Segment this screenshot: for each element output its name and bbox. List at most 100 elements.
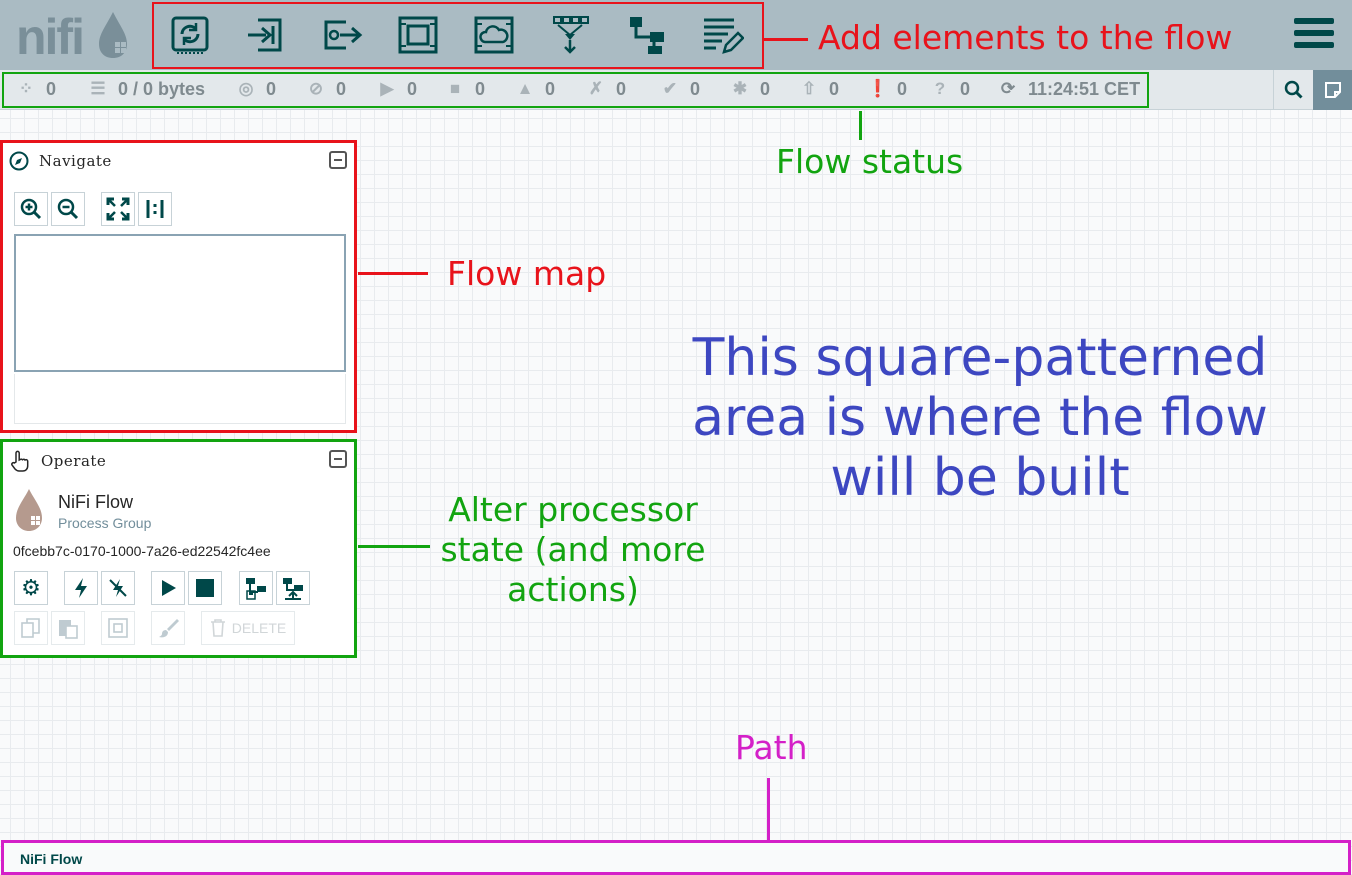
selected-component-type: Process Group xyxy=(58,515,152,531)
stale-status: ⇧0 xyxy=(799,78,839,100)
nifi-logo: nifi xyxy=(16,4,136,66)
disabled-status: ✗0 xyxy=(586,78,626,100)
nifi-drop-icon xyxy=(99,12,127,58)
question-icon: ? xyxy=(934,79,946,98)
not-transmitting-status: ⊘0 xyxy=(306,78,346,100)
add-output-port-button[interactable] xyxy=(318,13,366,57)
status-annotation: Flow status xyxy=(776,142,964,181)
stop-icon xyxy=(196,579,214,597)
check-icon: ✔ xyxy=(662,79,678,98)
play-icon: ▶ xyxy=(380,79,394,98)
trash-icon xyxy=(210,619,225,637)
toolbar-annotation: Add elements to the flow xyxy=(818,18,1233,57)
hamburger-icon xyxy=(1294,18,1334,24)
queued-status: ☰0 / 0 bytes xyxy=(88,78,205,100)
breadcrumb: NiFi Flow xyxy=(1,840,1351,875)
operate-collapse-button[interactable] xyxy=(329,450,347,468)
bulletin-board-button[interactable] xyxy=(1313,70,1352,110)
add-label-button[interactable] xyxy=(698,13,746,57)
paste-icon xyxy=(59,620,78,639)
search-icon xyxy=(1284,80,1303,99)
list-icon: ☰ xyxy=(90,79,106,98)
threads-icon: ⁘ xyxy=(18,79,34,98)
stop-button[interactable] xyxy=(188,571,222,605)
selected-component-name: NiFi Flow xyxy=(58,492,133,512)
zoom-in-button[interactable] xyxy=(14,192,48,226)
stop-icon: ■ xyxy=(449,79,461,98)
path-annotation: Path xyxy=(735,728,808,767)
flow-status-outline xyxy=(2,72,1149,108)
fit-icon xyxy=(106,197,130,221)
navigate-panel: Navigate xyxy=(0,140,357,433)
paste-button[interactable] xyxy=(51,611,85,645)
zoom-out-button[interactable] xyxy=(51,192,85,226)
copy-button[interactable] xyxy=(14,611,48,645)
disable-button[interactable] xyxy=(101,571,135,605)
change-color-button[interactable] xyxy=(151,611,185,645)
flow-map-callout-line xyxy=(358,272,428,275)
copy-icon xyxy=(21,618,40,638)
arrow-up-circle-icon: ⇧ xyxy=(801,79,817,98)
upload-template-icon xyxy=(283,578,303,600)
stopped-status: ■0 xyxy=(445,78,485,100)
output-port-icon xyxy=(324,20,363,50)
operate-callout-line xyxy=(358,545,430,548)
navigate-collapse-button[interactable] xyxy=(329,151,347,169)
add-input-port-button[interactable] xyxy=(242,13,290,57)
save-template-icon xyxy=(246,578,266,600)
play-icon xyxy=(162,580,176,596)
delete-button[interactable]: DELETE xyxy=(201,611,295,645)
search-button[interactable] xyxy=(1273,70,1313,110)
active-threads-status: ⁘0 xyxy=(16,78,56,100)
funnel-icon xyxy=(553,16,589,54)
breadcrumb-item-root[interactable]: NiFi Flow xyxy=(20,851,83,867)
sticky-note-icon xyxy=(1324,82,1341,98)
create-template-button[interactable] xyxy=(239,571,273,605)
selected-component-id: 0fcebb7c-0170-1000-7a26-ed22542fc4ee xyxy=(13,543,271,559)
compass-icon xyxy=(9,151,29,171)
add-template-button[interactable] xyxy=(622,13,670,57)
warning-icon: ▲ xyxy=(516,79,534,98)
locally-modified-status: ✱0 xyxy=(730,78,770,100)
configure-button[interactable]: ⚙ xyxy=(14,571,48,605)
gear-icon: ⚙ xyxy=(21,575,41,600)
operate-header: Operate xyxy=(9,450,106,472)
fit-to-screen-button[interactable] xyxy=(101,192,135,226)
transmitting-icon: ◎ xyxy=(238,79,254,98)
process-group-icon xyxy=(398,16,438,54)
template-icon xyxy=(630,17,664,54)
status-callout-line xyxy=(859,111,862,140)
upload-template-button[interactable] xyxy=(276,571,310,605)
birdseye-footer xyxy=(14,374,346,424)
group-button[interactable] xyxy=(101,611,135,645)
running-status: ▶0 xyxy=(377,78,417,100)
add-process-group-button[interactable] xyxy=(394,13,442,57)
up-to-date-status: ✔0 xyxy=(660,78,700,100)
paintbrush-icon xyxy=(159,619,179,638)
add-remote-process-group-button[interactable] xyxy=(470,13,518,57)
refresh-status[interactable]: ⟳11:24:51 CET xyxy=(998,78,1140,100)
toolbar-callout-line xyxy=(764,38,808,41)
exclamation-circle-icon: ❗ xyxy=(867,79,889,98)
birdseye-flow-map[interactable] xyxy=(14,234,346,372)
refresh-icon[interactable]: ⟳ xyxy=(1000,79,1016,98)
operate-panel: Operate NiFi Flow Process Group 0fcebb7c… xyxy=(0,439,357,658)
flow-map-annotation: Flow map xyxy=(447,254,607,293)
operate-annotation: Alter processor state (and more actions) xyxy=(440,490,706,609)
start-button[interactable] xyxy=(151,571,185,605)
component-toolbar xyxy=(152,2,764,69)
zoom-in-icon xyxy=(20,198,42,220)
global-menu-button[interactable] xyxy=(1294,18,1334,52)
not-transmitting-icon: ⊘ xyxy=(308,79,324,98)
add-processor-button[interactable] xyxy=(166,13,214,57)
enable-button[interactable] xyxy=(64,571,98,605)
process-group-drop-icon xyxy=(16,489,42,531)
asterisk-icon: ✱ xyxy=(732,79,748,98)
processor-icon xyxy=(171,16,209,54)
locally-modified-stale-status: ❗0 xyxy=(867,78,908,99)
sync-failure-status: ?0 xyxy=(930,78,970,100)
hand-pointer-icon xyxy=(11,450,29,472)
add-funnel-button[interactable] xyxy=(546,13,594,57)
lightning-icon xyxy=(75,578,87,598)
actual-size-button[interactable] xyxy=(138,192,172,226)
